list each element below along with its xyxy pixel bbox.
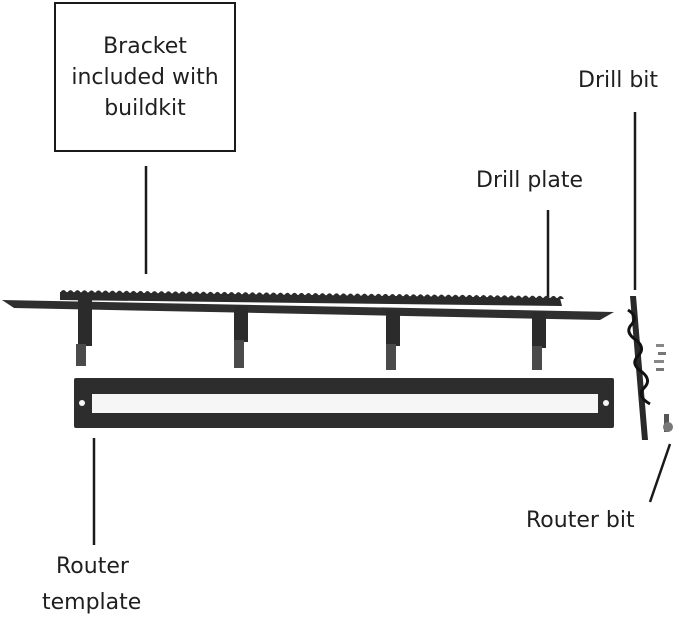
drill-plate <box>60 290 564 306</box>
bracket-post <box>76 300 92 366</box>
drill-plate-label: Drill plate <box>476 168 584 193</box>
router-template-label-line2: template <box>42 590 142 615</box>
bracket-label: Bracket included with buildkit <box>71 33 219 121</box>
router-bit <box>663 414 673 432</box>
bracket-label-box: Bracket included with buildkit <box>54 2 236 152</box>
router-template <box>74 378 614 428</box>
screws <box>654 344 666 371</box>
router-template-label-line1: Router <box>56 554 129 579</box>
router-bit-leader-line <box>648 443 672 503</box>
drill-bit-label: Drill bit <box>578 68 659 93</box>
bracket-post <box>532 312 546 370</box>
drill-bit <box>627 296 651 440</box>
bracket <box>2 300 614 370</box>
bracket-post <box>386 310 400 370</box>
bracket-post <box>234 306 248 368</box>
router-bit-label: Router bit <box>526 508 635 533</box>
